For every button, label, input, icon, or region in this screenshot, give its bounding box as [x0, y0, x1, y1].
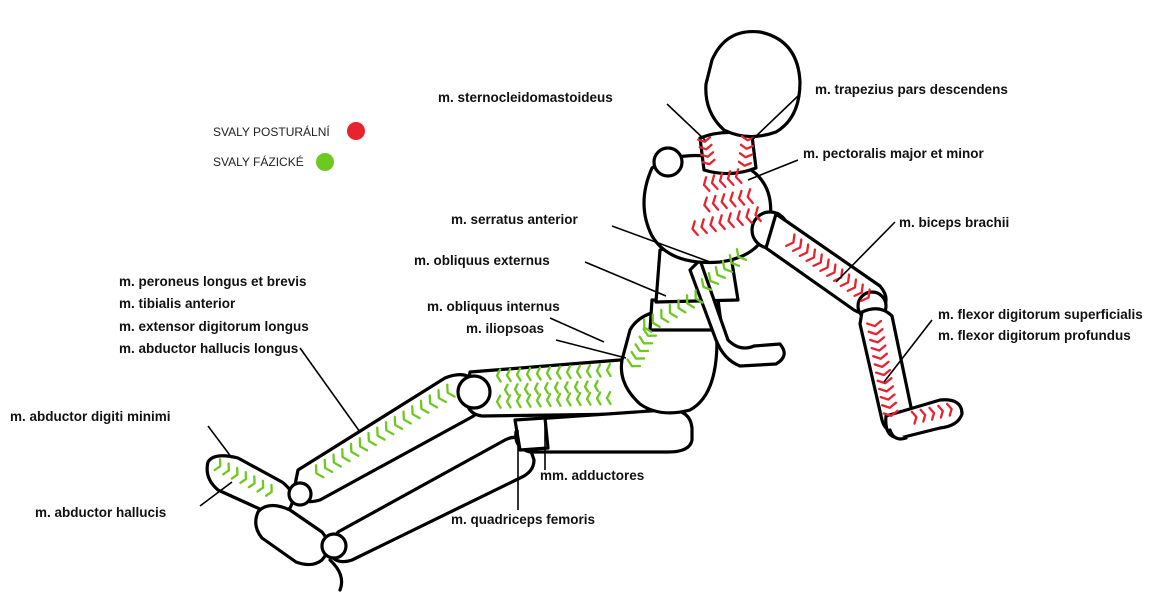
label-adductores: mm. adductores — [540, 468, 644, 483]
label-sternocleidomastoideus: m. sternocleidomastoideus — [438, 90, 613, 105]
label-tibialis: m. tibialis anterior — [119, 296, 236, 311]
leader-biceps — [836, 222, 895, 282]
label-pectoralis: m. pectoralis major et minor — [803, 146, 985, 161]
legend-phasic-marker — [316, 153, 334, 171]
head — [706, 32, 800, 137]
label-flexor-superficialis: m. flexor digitorum superficialis — [938, 307, 1143, 322]
muscle-labels: m. sternocleidomastoideus m. trapezius p… — [10, 82, 1143, 527]
label-quadriceps: m. quadriceps femoris — [451, 512, 595, 527]
knee-right — [515, 418, 548, 450]
legend-postural-label: SVALY POSTURÁLNÍ — [213, 124, 330, 139]
label-trapezius: m. trapezius pars descendens — [815, 82, 1008, 97]
label-abductor-digiti-minimi: m. abductor digiti minimi — [10, 409, 171, 424]
label-peroneus: m. peroneus longus et brevis — [119, 274, 307, 289]
label-extensor: m. extensor digitorum longus — [119, 319, 309, 334]
foot-right-heel — [330, 560, 342, 590]
leader-sternocleidomastoideus — [667, 104, 705, 140]
leader-iliopsoas — [556, 340, 626, 358]
label-abductor-hallucis: m. abductor hallucis — [35, 505, 166, 520]
foot-right — [256, 505, 328, 564]
shoulder-back — [654, 148, 682, 176]
ankle-right — [322, 534, 346, 558]
label-flexor-profundus: m. flexor digitorum profundus — [938, 328, 1131, 343]
label-serratus: m. serratus anterior — [451, 212, 579, 227]
label-obliquus-internus: m. obliquus internus — [427, 299, 560, 314]
ankle-left — [289, 483, 311, 505]
legend-phasic-label: SVALY FÁZICKÉ — [213, 154, 304, 169]
knee-left — [458, 376, 490, 408]
label-obliquus-externus: m. obliquus externus — [414, 253, 550, 268]
label-abductor-hallucis-longus: m. abductor hallucis longus — [119, 341, 298, 356]
legend-postural-marker — [347, 122, 365, 140]
label-biceps: m. biceps brachii — [899, 215, 1009, 230]
mannequin-figure — [207, 32, 962, 590]
leader-abductor-digiti-minimi — [208, 426, 232, 458]
legend: SVALY POSTURÁLNÍ SVALY FÁZICKÉ — [213, 122, 365, 171]
leader-obliquus-internus — [550, 318, 604, 342]
leader-obliquus-externus — [585, 262, 666, 296]
leader-abductor-hallucis-longus — [300, 348, 360, 432]
label-iliopsoas: m. iliopsoas — [466, 321, 544, 336]
